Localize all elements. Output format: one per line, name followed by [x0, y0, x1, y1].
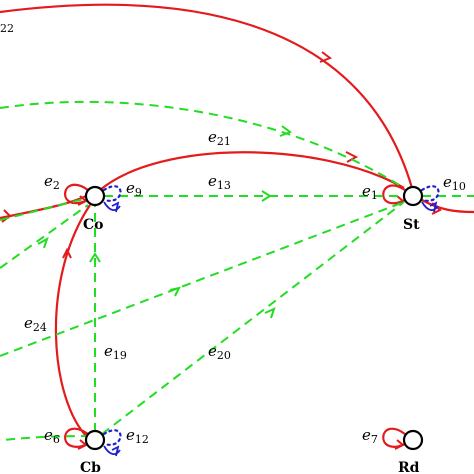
edge-label-e20: e20: [208, 342, 231, 362]
edge-label-e2: e2: [44, 172, 60, 192]
edge-label-e19: e19: [104, 342, 127, 362]
edge-e19-arrow: [89, 252, 101, 263]
edge-label-e9: e9: [126, 179, 142, 199]
loop-e12-tail: [103, 445, 121, 455]
edge-top-green-curve: [0, 100, 405, 189]
edge-cb-st-green-top: [0, 435, 91, 441]
node-rd: [402, 429, 424, 451]
loop-e7: [382, 427, 406, 448]
loop-e7-arrow: [394, 439, 405, 450]
edge-label-e21: e21: [208, 128, 231, 148]
node-label-st: St: [403, 217, 420, 233]
edge-e21-curve: [99, 151, 405, 191]
node-label-co: Co: [83, 217, 103, 233]
loop-e2: [64, 183, 89, 205]
loop-e6: [64, 427, 89, 448]
loop-e12-arrow: [111, 445, 120, 457]
loop-e9-arrow: [111, 201, 120, 213]
loop-e9: [102, 185, 122, 202]
edge-left-to-st-green: [0, 201, 405, 357]
loop-e2-arrow: [77, 195, 88, 206]
edge-top-green-arrow: [279, 125, 293, 137]
edge-e22-curve: [0, 3, 414, 189]
loop-e10-arrow: [429, 201, 438, 213]
node-label-cb: Cb: [80, 460, 101, 474]
edge-label-e6: e6: [44, 426, 60, 446]
edge-e20-line: [101, 201, 405, 435]
edge-label-e22: 22: [0, 22, 14, 35]
edge-e24-curve: [54, 204, 91, 439]
edge-right-in-st: [421, 199, 474, 214]
node-st: [402, 185, 424, 207]
node-label-rd: Rd: [398, 460, 420, 474]
node-cb: [84, 429, 106, 451]
loop-e10: [420, 185, 440, 202]
edge-left-in-co-arrow: [1, 209, 12, 223]
node-co: [84, 185, 106, 207]
edge-e20-arrow: [264, 307, 276, 319]
edge-label-e12: e12: [126, 426, 149, 446]
edge-e21-arrow: [345, 151, 359, 163]
edge-label-e24: e24: [24, 314, 47, 334]
loop-e10-tail: [421, 201, 439, 211]
edge-left-to-co-arrow: [37, 236, 49, 249]
edge-label-e13: e13: [208, 172, 231, 192]
edge-label-e1: e1: [362, 182, 378, 202]
edge-label-e7: e7: [362, 426, 378, 446]
edge-left-to-st-arrow: [169, 286, 181, 297]
loop-e6-arrow: [77, 439, 88, 450]
loop-e12: [102, 429, 122, 446]
loop-e9-tail: [103, 201, 121, 211]
edge-label-e10: e10: [443, 173, 466, 193]
edge-left-green-upper: [0, 197, 89, 221]
edge-e13-arrow: [261, 190, 272, 202]
edge-e22-arrow: [319, 51, 333, 63]
loop-e1: [382, 184, 406, 205]
edge-e24-arrow: [62, 247, 72, 259]
edge-left-to-co-green: [0, 204, 89, 269]
